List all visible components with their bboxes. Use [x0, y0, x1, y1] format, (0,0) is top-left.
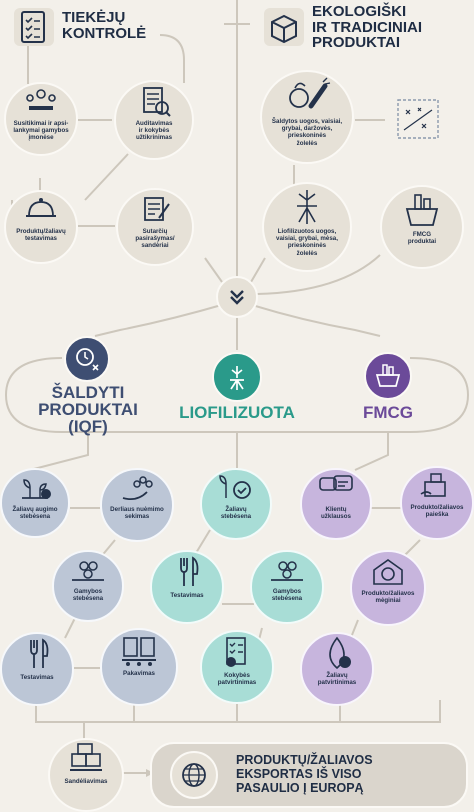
label-contracts: Sutarčių pasirašymas/ sandėriai	[135, 228, 175, 250]
cloche-icon	[26, 198, 56, 217]
audit-icon	[143, 87, 171, 117]
iqf-production: Gamybos stebėsena	[52, 550, 124, 622]
liof-quality: Kokybės patvirtinimas	[200, 630, 274, 704]
label-meetings: Susitikimai ir apsi- lankymai gamybos įm…	[13, 120, 69, 142]
snowflake-roots-icon	[297, 190, 317, 224]
sprout-icon	[22, 479, 51, 499]
fork-knife-icon	[180, 556, 199, 586]
liof-testing: Testavimas	[150, 550, 224, 624]
label-liof-testing: Testavimas	[170, 592, 204, 599]
category-liofilizuota: LIOFILIZUOTA	[179, 403, 295, 422]
label-liof-raw: Žaliavų stebėsena	[220, 506, 252, 521]
fmcg-samples: Produkto/žaliavos mėginiai	[350, 550, 426, 626]
chevron-down-icon	[230, 290, 244, 305]
checklist-icon	[12, 6, 56, 48]
step-freezedried-products: Liofilizuotos uogos, vaisiai, grybai, mė…	[262, 182, 352, 272]
globe-icon	[170, 751, 218, 799]
leaf-check-icon	[329, 636, 351, 670]
category-iqf: ŠALDYTI PRODUKTAI (IQF)	[38, 383, 138, 436]
label-fmcg-search: Produkto/žaliavos paieška	[410, 504, 464, 519]
fmcg-approval: Žaliavų patvirtinimas	[300, 632, 374, 706]
chat-icon	[319, 475, 353, 491]
samples-icon	[373, 559, 403, 585]
label-frozen-products: Šaldytos uogos, vaisiai, grybai, daržovė…	[271, 118, 343, 147]
iqf-growth: Žaliavų augimo stebėsena	[0, 468, 70, 538]
merge-node	[216, 276, 258, 318]
search-box-icon	[420, 473, 446, 497]
export-banner: PRODUKTŲ/ŽALIAVOS EKSPORTAS IŠ VISO PASA…	[150, 742, 468, 808]
vegetables-icon	[289, 77, 331, 109]
label-freezedried-products: Liofilizuotos uogos, vaisiai, grybai, mė…	[276, 228, 338, 257]
iqf-harvest: Derliaus nuėmimo sekimas	[100, 468, 174, 542]
export-text: PRODUKTŲ/ŽALIAVOS EKSPORTAS IŠ VISO PASA…	[236, 753, 373, 795]
label-fmcg-products: FMCG produktai	[407, 231, 437, 246]
iqf-testing: Testavimas	[0, 632, 74, 706]
liof-raw: Žaliavų stebėsena	[200, 468, 272, 540]
warehouse-boxes-icon	[70, 743, 102, 771]
header-ekologiski: EKOLOGIŠKI IR TRADICINIAI PRODUKTAI	[312, 3, 422, 51]
step-audit: Auditavimas ir kokybės užtikrinimas	[114, 80, 194, 160]
fmcg-basket-icon	[364, 352, 412, 400]
step-meetings: Susitikimai ir apsi- lankymai gamybos įm…	[4, 82, 78, 156]
quality-doc-icon	[226, 637, 246, 667]
liof-production: Gamybos stebėsena	[250, 550, 324, 624]
field-map-icon	[394, 96, 442, 142]
label-audit: Auditavimas ir kokybės užtikrinimas	[135, 120, 173, 142]
label-fmcg-approval: Žaliavų patvirtinimas	[317, 672, 357, 687]
contract-icon	[144, 197, 170, 221]
step-product-testing: Produktų/žaliavų testavimas	[4, 190, 78, 264]
label-fmcg-inquiries: Klientų užklausos	[321, 506, 351, 521]
label-fmcg-samples: Produkto/žaliavos mėginiai	[361, 590, 415, 605]
production-icon	[271, 561, 303, 581]
label-product-testing: Produktų/žaliavų testavimas	[16, 228, 66, 243]
label-iqf-harvest: Derliaus nuėmimo sekimas	[110, 506, 164, 521]
label-iqf-production: Gamybos stebėsena	[72, 588, 104, 603]
category-fmcg: FMCG	[362, 403, 414, 422]
step-fmcg-products: FMCG produktai	[380, 185, 464, 269]
harvest-icon	[122, 476, 153, 501]
step-contracts: Sutarčių pasirašymas/ sandėriai	[116, 188, 194, 266]
label-warehouse: Sandėliavimas	[64, 778, 108, 785]
meeting-icon	[26, 89, 56, 110]
label-iqf-growth: Žaliavų augimo stebėsena	[12, 506, 58, 521]
step-frozen-products: Šaldytos uogos, vaisiai, grybai, daržovė…	[260, 70, 354, 164]
fmcg-inquiries: Klientų užklausos	[300, 468, 372, 540]
freeze-clock-icon	[64, 336, 110, 382]
basket-icon	[405, 194, 439, 226]
step-warehouse: Sandėliavimas	[48, 738, 124, 812]
box-icon	[262, 6, 306, 48]
iqf-packing: Pakavimas	[100, 628, 178, 706]
sprout-check-icon	[219, 475, 251, 499]
header-tiekeju-kontrole: TIEKĖJŲ KONTROLĖ	[62, 9, 147, 42]
label-iqf-testing: Testavimas	[20, 674, 54, 681]
label-iqf-packing: Pakavimas	[123, 670, 155, 677]
fmcg-search: Produkto/žaliavos paieška	[400, 466, 474, 540]
label-liof-quality: Kokybės patvirtinimas	[217, 672, 257, 687]
packing-icon	[122, 637, 156, 666]
production-icon	[72, 561, 104, 581]
fork-knife-icon	[30, 638, 49, 668]
freezedry-icon	[212, 352, 262, 402]
label-liof-production: Gamybos stebėsena	[271, 588, 303, 603]
